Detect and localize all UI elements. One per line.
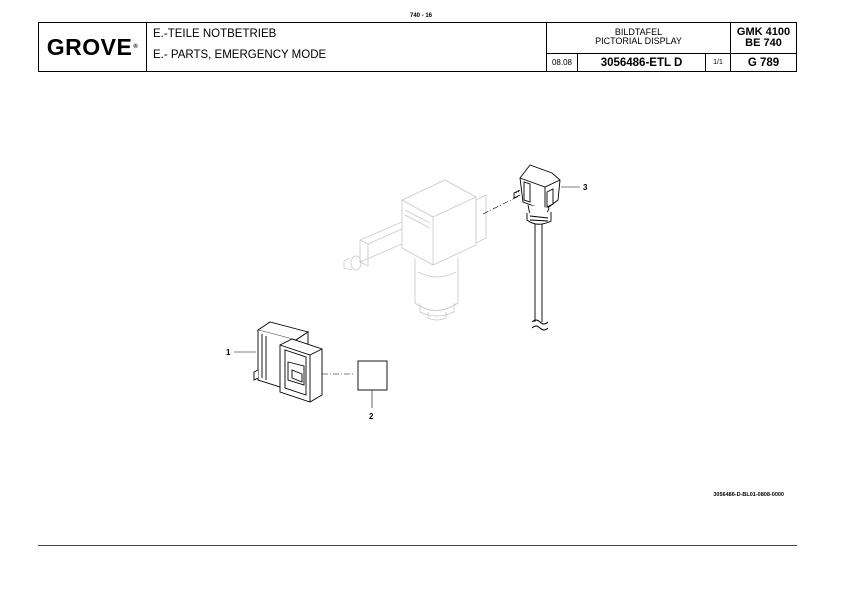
logo-text: GROVE [46, 33, 133, 60]
callout-1: 1 [226, 348, 231, 357]
title-block: GROVE® E.-TEILE NOTBETRIEB E.- PARTS, EM… [38, 22, 797, 72]
group-number: G 789 [747, 56, 780, 69]
symbol-plate [357, 360, 388, 391]
divider [546, 53, 796, 54]
bottom-rule [38, 545, 797, 546]
model-subname: BE 740 [745, 37, 782, 49]
sheet-number: 1/1 [713, 59, 723, 66]
divider [546, 23, 547, 71]
background-valve-illustration [343, 179, 487, 321]
divider [146, 23, 147, 71]
document-number: 3056486-ETL D [600, 56, 683, 69]
divider [546, 53, 547, 54]
grove-logo: GROVE® [39, 23, 146, 71]
divider [577, 53, 578, 71]
title-german: E.-TEILE NOTBETRIEB [153, 28, 277, 40]
valve-plug-connector [513, 164, 561, 331]
logo-registered-mark: ® [133, 44, 139, 50]
rocker-switch [253, 321, 323, 403]
divider [705, 53, 706, 71]
pictorial-display-label: PICTORIAL DISPLAY [595, 36, 682, 46]
assembly-dashed-line [482, 195, 520, 215]
page-number: 740 - 16 [409, 13, 433, 19]
date-field: 08.08 [551, 58, 573, 67]
callout-3: 3 [583, 183, 588, 192]
bildtafel-label: BILDTAFEL [614, 27, 663, 37]
model-name: GMK 4100 [736, 26, 791, 38]
divider [730, 23, 731, 71]
callout-2: 2 [369, 412, 374, 421]
title-english: E.- PARTS, EMERGENCY MODE [153, 49, 327, 61]
drawing-id: 3056486-D-BL01-0808-0000 [713, 492, 784, 498]
